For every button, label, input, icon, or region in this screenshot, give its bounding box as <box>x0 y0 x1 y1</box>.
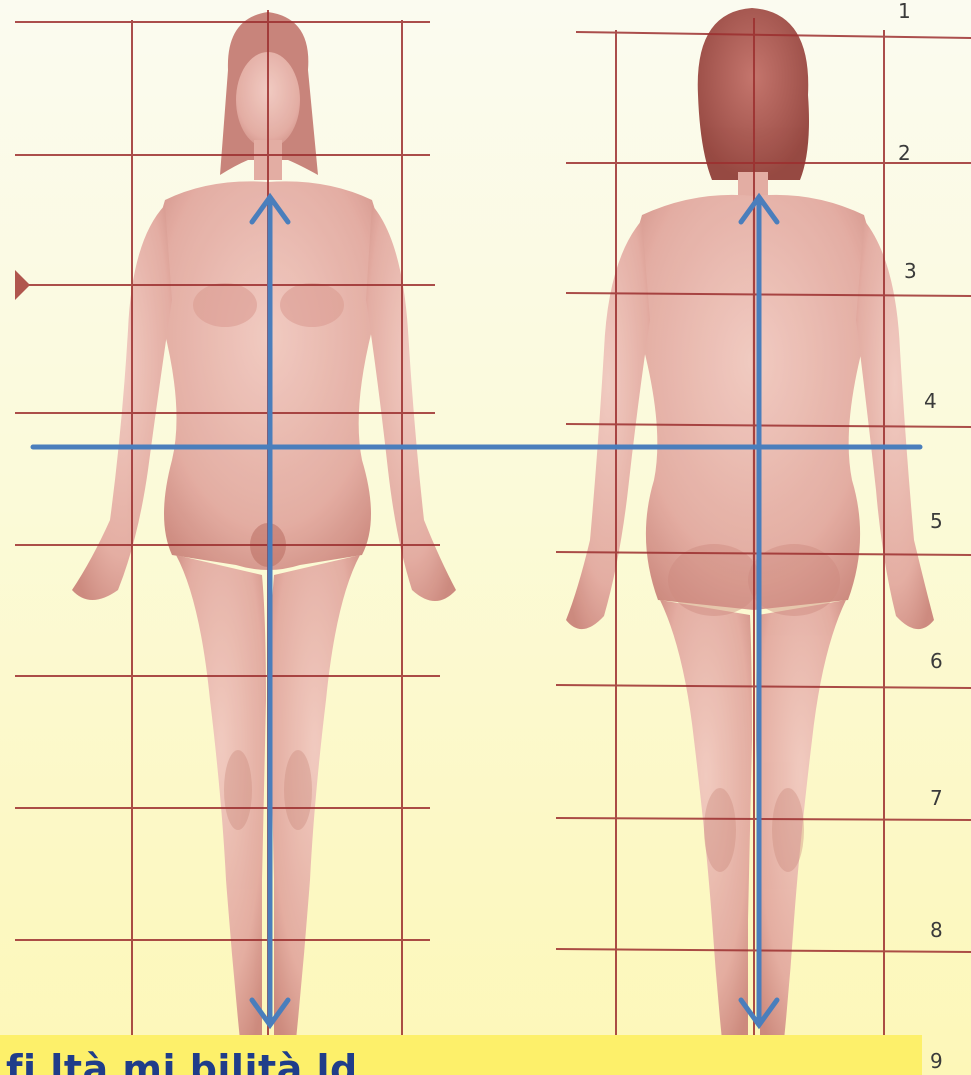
left-edge-marker <box>15 270 30 300</box>
caption-text: fi ltà mi bilità ld <box>6 1047 358 1075</box>
front-right-arm <box>366 205 456 601</box>
front-right-leg <box>270 555 360 1040</box>
caption-banner: fi ltà mi bilità ld <box>0 1035 922 1075</box>
back-grid-line-7 <box>556 818 971 820</box>
row-number-5: 5 <box>930 509 943 533</box>
back-right-arm <box>856 220 934 629</box>
row-number-1: 1 <box>898 0 911 23</box>
row-number-4: 4 <box>924 389 937 413</box>
row-number-9: 9 <box>930 1049 943 1073</box>
row-number-8: 8 <box>930 918 943 942</box>
front-left-leg <box>176 555 266 1040</box>
front-left-arm <box>72 205 172 600</box>
row-number-3: 3 <box>904 259 917 283</box>
row-number-2: 2 <box>898 141 911 165</box>
row-number-6: 6 <box>930 649 943 673</box>
front-view-figure <box>72 12 456 1040</box>
row-number-7: 7 <box>930 786 943 810</box>
